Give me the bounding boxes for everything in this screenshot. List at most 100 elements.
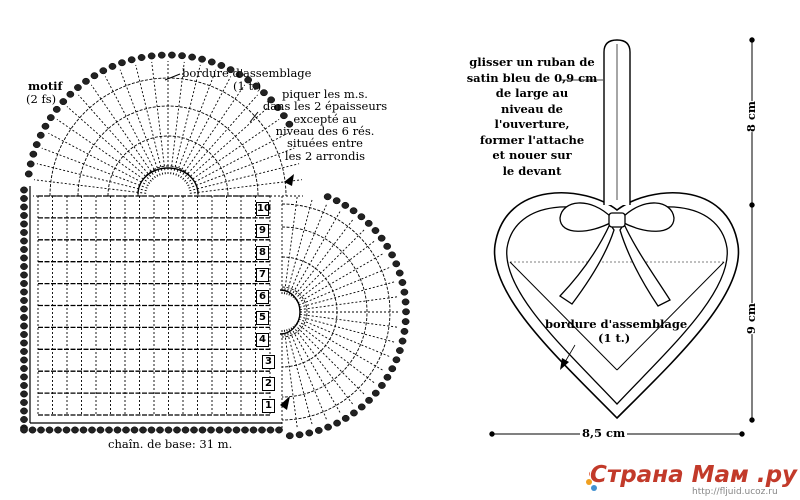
note-line: et nouer sur <box>492 148 572 162</box>
border-bead <box>285 432 294 440</box>
border-bead <box>20 382 28 389</box>
border-bead <box>90 72 99 80</box>
border-bead <box>20 390 28 398</box>
border-bead <box>168 51 176 59</box>
stitch-ray <box>90 84 156 179</box>
border-bead <box>20 263 28 270</box>
row-number: 10 <box>256 201 271 216</box>
stitch-ray <box>297 252 385 304</box>
border-bead <box>79 426 88 434</box>
border-bead <box>20 297 28 304</box>
border-bead <box>74 84 82 91</box>
round-arc <box>281 256 338 368</box>
border-bead <box>118 59 126 67</box>
round-arc <box>77 105 259 197</box>
note-line: dans les 2 épaisseurs <box>262 99 388 114</box>
stitch-ray <box>294 324 366 396</box>
row-number: 5 <box>256 311 269 326</box>
dim-endpoint <box>739 431 745 437</box>
border-bead <box>20 237 28 245</box>
motif-label: motif <box>28 79 63 93</box>
stitch-ray <box>172 64 201 175</box>
bow-loop-left <box>559 202 613 232</box>
bow-knot <box>608 212 626 228</box>
border-bead <box>46 114 55 122</box>
base-chain-label: chaîn. de base: 31 m. <box>108 437 233 451</box>
heart-outline-outer <box>493 192 740 420</box>
stitch-ray <box>286 197 313 295</box>
stitch-ray <box>177 76 232 177</box>
stitch-ray <box>288 328 328 422</box>
border-bead <box>388 365 397 373</box>
border-bead <box>267 96 275 104</box>
border-label-right: bordure d'assemblage <box>545 317 688 331</box>
border-bead <box>173 426 181 434</box>
dim-height-label: 9 cm <box>744 302 759 335</box>
border-bead <box>26 160 35 168</box>
border-bead <box>305 429 314 437</box>
border-bead <box>147 426 156 434</box>
stitch-ray <box>170 61 185 175</box>
border-bead <box>113 426 122 434</box>
border-bead <box>41 122 50 130</box>
stitch-ray <box>296 239 376 302</box>
pocket-edge <box>616 261 725 371</box>
border-bead <box>258 426 266 434</box>
stitch-ray <box>290 327 342 415</box>
border-bead <box>235 71 244 78</box>
border-bead <box>20 203 28 211</box>
stitch-ray <box>185 118 280 184</box>
stitch-ray <box>180 84 246 179</box>
stitch-ray <box>290 209 342 297</box>
border-bead <box>20 373 28 381</box>
border-bead <box>20 407 28 415</box>
stitch-ray <box>119 69 161 176</box>
border-bead <box>20 220 28 228</box>
border-bead <box>20 280 28 287</box>
border-bead <box>59 98 68 106</box>
border-bead <box>105 426 113 434</box>
row-number: 6 <box>256 289 269 304</box>
border-bead <box>333 419 341 427</box>
stitch-ray <box>33 179 147 194</box>
border-bead <box>20 348 28 355</box>
border-bead <box>207 58 216 66</box>
border-bead <box>371 389 380 397</box>
watermark-logo-icon <box>586 471 597 491</box>
stitch-ray <box>286 329 313 427</box>
border-bead <box>20 322 28 330</box>
note-line: situées entre <box>287 136 363 151</box>
leader-line <box>249 111 259 123</box>
border-bead <box>20 314 28 321</box>
border-bead <box>37 426 45 434</box>
stitch-ray <box>299 281 397 308</box>
pocket-edge <box>509 261 618 371</box>
border-sub-right: (1 t.) <box>598 331 631 345</box>
stitch-ray <box>296 322 376 385</box>
border-bead <box>400 327 409 335</box>
stitch-ray <box>292 326 355 406</box>
stitch-ray <box>297 320 385 372</box>
arrow-icon <box>280 396 290 410</box>
arrow-icon <box>284 174 294 186</box>
border-bead <box>20 416 28 423</box>
border-bead <box>400 288 409 296</box>
border-bead <box>295 431 304 439</box>
border-bead <box>273 104 282 111</box>
stitch-ray <box>283 329 298 430</box>
watermark-site-name: Страна Мам .ру <box>590 462 798 488</box>
border-bead <box>217 62 226 69</box>
border-bead <box>36 131 45 139</box>
dim-endpoint <box>749 37 755 43</box>
stitch-ray <box>104 76 159 177</box>
border-bead <box>20 356 28 364</box>
stitch-ray <box>48 132 149 187</box>
border-bead <box>20 426 28 434</box>
dim-endpoint <box>749 417 755 423</box>
stitch-ray <box>151 61 166 175</box>
border-bead <box>20 246 28 253</box>
stitch-ray <box>299 296 400 311</box>
